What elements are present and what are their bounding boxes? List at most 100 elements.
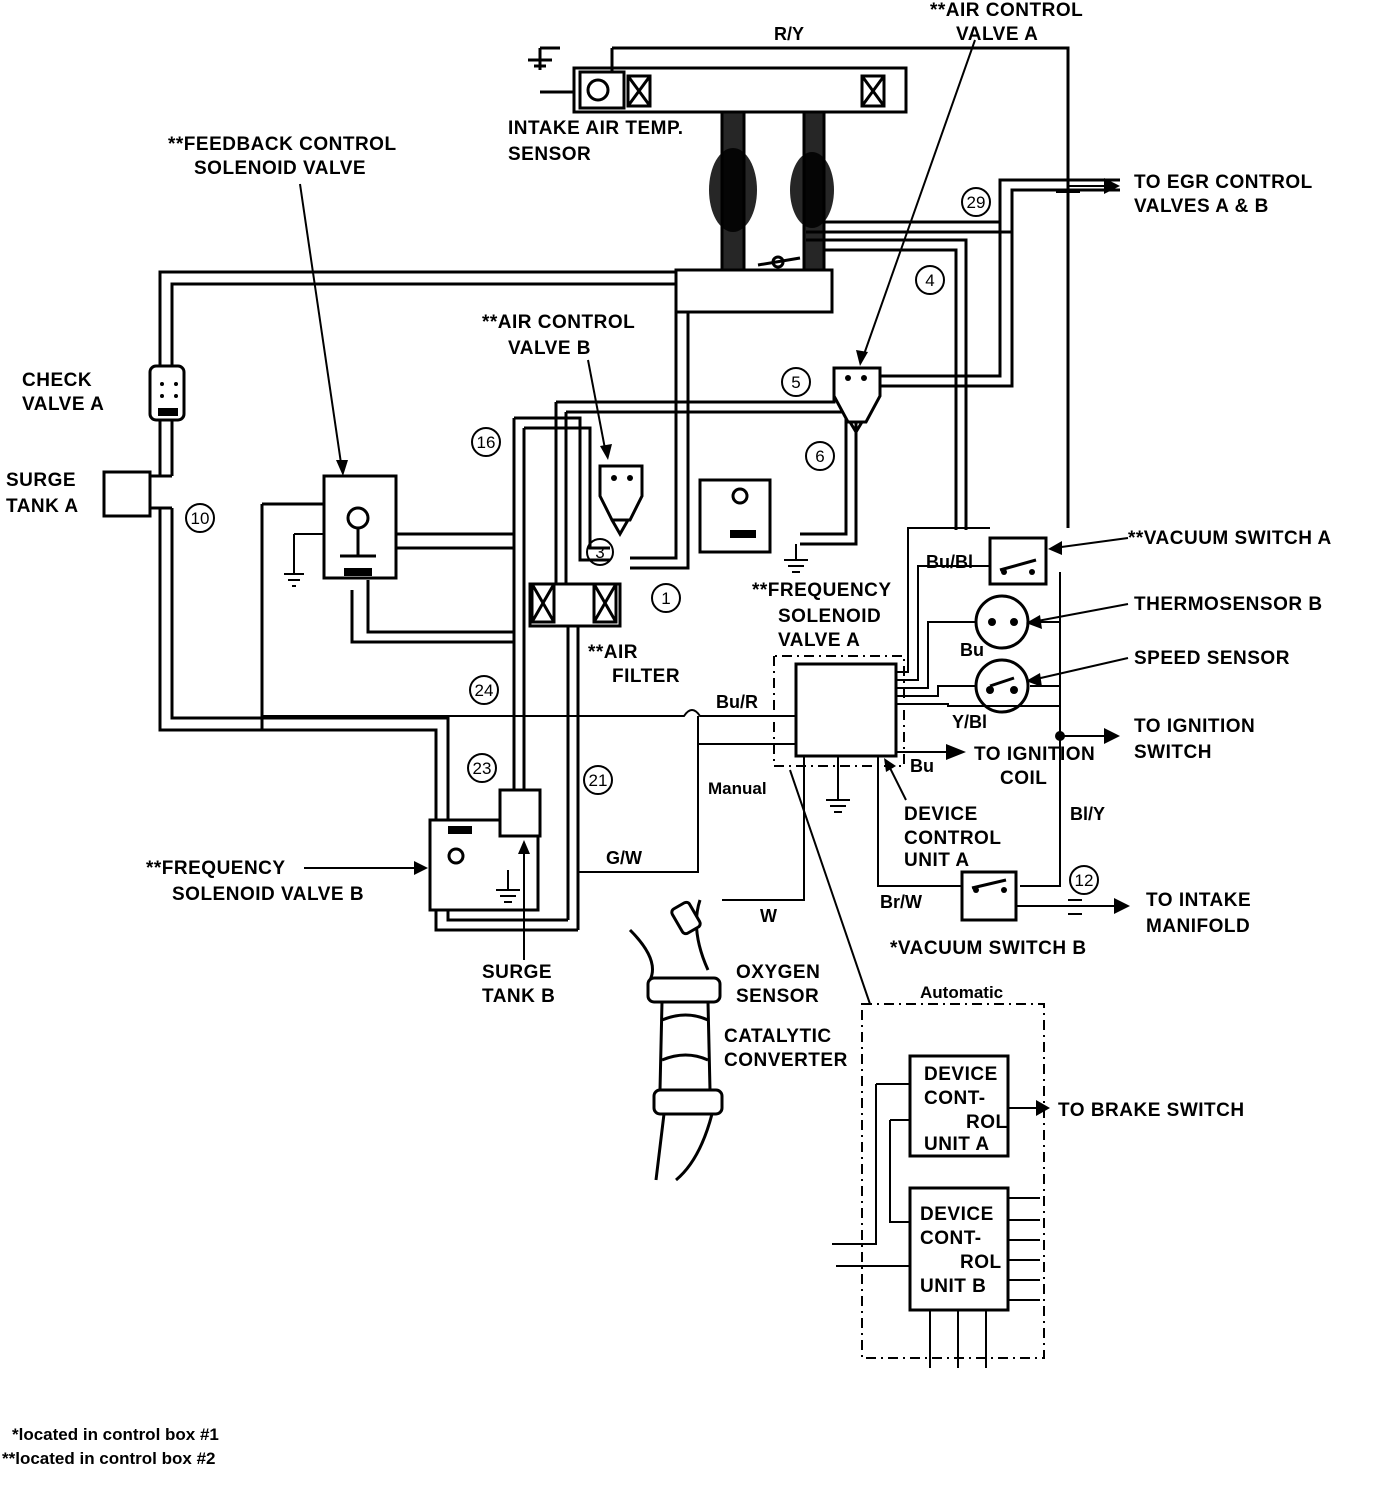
to-brake-switch-label: TO BRAKE SWITCH [1058, 1100, 1245, 1121]
to-ignition-coil-label-1: TO IGNITION [974, 744, 1095, 765]
electrical-wires [262, 178, 1130, 915]
air-filter-label-1: **AIR [588, 642, 638, 663]
hose-number-16: 16 [471, 427, 501, 457]
vacuum-switch-b [960, 870, 1018, 922]
wire-color-labels: Bu/Bl Bu Bu/R Y/Bl Bu Bl/Y Br/W G/W W [606, 552, 1105, 926]
hose-number-29: 29 [961, 187, 991, 217]
svg-text:23: 23 [473, 759, 492, 778]
wire-bu-2: Bu [910, 756, 934, 776]
frequency-solenoid-a-label-1: **FREQUENCY [752, 580, 892, 601]
wire-y-bl: Y/Bl [952, 712, 987, 732]
svg-text:24: 24 [475, 681, 494, 700]
frequency-solenoid-b-label-2: SOLENOID VALVE B [172, 884, 364, 905]
device-control-unit-a-label-3: UNIT A [904, 850, 970, 871]
dcu-a-box-label-4: UNIT A [924, 1134, 990, 1155]
intake-air-temp-label-1: INTAKE AIR TEMP. [508, 118, 684, 139]
footnote-1: *located in control box #1 [12, 1425, 219, 1444]
wire-bl-y: Bl/Y [1070, 804, 1105, 824]
dcu-b-box-label-3: ROL [960, 1252, 1002, 1273]
oxygen-sensor-and-catalytic-converter [628, 899, 724, 1182]
svg-text:3: 3 [595, 543, 604, 562]
air-control-valve-b-label-1: **AIR CONTROL [482, 312, 635, 333]
to-ignition-coil-label-2: COIL [1000, 768, 1047, 789]
frequency-solenoid-a-label-2: SOLENOID [778, 606, 881, 627]
frequency-solenoid-b-label-1: **FREQUENCY [146, 858, 286, 879]
labels: **AIR CONTROL VALVE A R/Y INTAKE AIR TEM… [6, 0, 1332, 1297]
footnote-2: **located in control box #2 [2, 1449, 216, 1468]
to-intake-manifold-label-2: MANIFOLD [1146, 916, 1250, 937]
wire-bu: Bu [960, 640, 984, 660]
wire-w: W [760, 906, 777, 926]
check-valve-a [148, 364, 186, 422]
to-egr-label-1: TO EGR CONTROL [1134, 172, 1313, 193]
wire-bu-r: Bu/R [716, 692, 758, 712]
oxygen-sensor-label-2: SENSOR [736, 986, 819, 1007]
to-ignition-switch-label-2: SWITCH [1134, 742, 1212, 763]
frequency-solenoid-a-label-3: VALVE A [778, 630, 860, 651]
svg-text:29: 29 [967, 193, 986, 212]
svg-text:1: 1 [661, 589, 670, 608]
speed-sensor [974, 658, 1030, 714]
wire-g-w: G/W [606, 848, 642, 868]
svg-text:4: 4 [925, 271, 934, 290]
surge-tank-b-label-2: TANK B [482, 986, 555, 1007]
vacuum-switch-a-label: **VACUUM SWITCH A [1128, 528, 1332, 549]
surge-tank-a-label-2: TANK A [6, 496, 79, 517]
check-valve-a-label-2: VALVE A [22, 394, 104, 415]
svg-text:12: 12 [1075, 871, 1094, 890]
dcu-b-box-label-2: CONT- [920, 1228, 982, 1249]
check-valve-a-label-1: CHECK [22, 370, 92, 391]
dcu-a-box-label-1: DEVICE [924, 1064, 998, 1085]
vacuum-switch-b-label: *VACUUM SWITCH B [890, 938, 1087, 959]
catalytic-converter-label-2: CONVERTER [724, 1050, 848, 1071]
automatic-label: Automatic [920, 983, 1003, 1002]
surge-tank-a-label-1: SURGE [6, 470, 76, 491]
intake-air-temp-label-2: SENSOR [508, 144, 591, 165]
air-control-valve-a-label-2: VALVE A [956, 24, 1038, 45]
svg-text:5: 5 [791, 373, 800, 392]
air-filter-label-2: FILTER [612, 666, 680, 687]
footnotes: *located in control box #1 **located in … [2, 1425, 219, 1468]
dcu-a-box-label-3: ROL [966, 1112, 1008, 1133]
components [102, 70, 1050, 1368]
svg-text:6: 6 [815, 447, 824, 466]
air-control-valve-b [598, 464, 644, 538]
to-egr-label-2: VALVES A & B [1134, 196, 1269, 217]
intake-air-temp-sensor [578, 70, 886, 110]
dcu-a-box-label-2: CONT- [924, 1088, 986, 1109]
hose-number-5: 5 [781, 367, 811, 397]
hose-number-21: 21 [583, 765, 613, 795]
to-ignition-switch-label-1: TO IGNITION [1134, 716, 1255, 737]
hose-number-6: 6 [805, 441, 835, 471]
to-intake-manifold-label-1: TO INTAKE [1146, 890, 1251, 911]
hose-number-23: 23 [467, 753, 497, 783]
speed-sensor-label: SPEED SENSOR [1134, 648, 1290, 669]
hose-number-12: 12 [1069, 865, 1099, 895]
manual-label: Manual [708, 779, 767, 798]
hose-numbers: 29 4 5 6 16 10 3 1 24 23 21 12 [185, 187, 1099, 895]
svg-text:16: 16 [477, 433, 496, 452]
air-control-valve-a [832, 366, 882, 435]
air-filter-elements [530, 582, 618, 624]
feedback-control-solenoid-valve [284, 474, 514, 587]
feedback-solenoid-label-2: SOLENOID VALVE [194, 158, 366, 179]
hose-number-24: 24 [469, 675, 499, 705]
device-control-unit-a-box [794, 662, 898, 758]
hose-number-3: 3 [586, 538, 614, 566]
svg-text:21: 21 [589, 771, 608, 790]
svg-text:10: 10 [191, 509, 210, 528]
dcu-b-box-label-4: UNIT B [920, 1276, 986, 1297]
frequency-solenoid-valve-b [428, 788, 542, 912]
automatic-transmission-box [773, 655, 1050, 1368]
wire-br-w: Br/W [880, 892, 922, 912]
air-control-valve-a-label-1: **AIR CONTROL [930, 0, 1083, 21]
vacuum-hoses [148, 46, 1120, 932]
feedback-solenoid-label-1: **FEEDBACK CONTROL [168, 134, 397, 155]
wire-ry: R/Y [774, 24, 804, 44]
surge-tank-b-label-1: SURGE [482, 962, 552, 983]
hose-number-1: 1 [651, 583, 681, 613]
oxygen-sensor-label-1: OXYGEN [736, 962, 820, 983]
device-control-unit-a-label-2: CONTROL [904, 828, 1001, 849]
surge-tank-a-body [102, 470, 152, 518]
